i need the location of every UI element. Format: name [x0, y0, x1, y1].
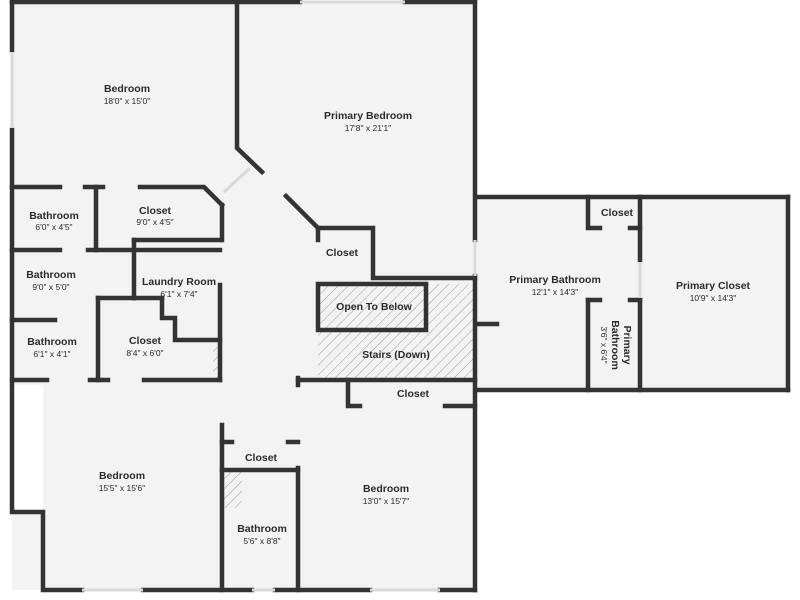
svg-text:Primary Bedroom: Primary Bedroom — [324, 110, 412, 122]
svg-text:Primary Closet: Primary Closet — [676, 280, 751, 292]
svg-text:Closet: Closet — [601, 207, 634, 219]
svg-text:6'0" x 4'5": 6'0" x 4'5" — [35, 222, 72, 232]
room-primary-bedroom: Primary Bedroom 17'8" x 21'1" — [324, 110, 412, 133]
svg-text:Closet: Closet — [245, 452, 278, 464]
room-primary-bathroom: Primary Bathroom 12'1" x 14'3" — [509, 274, 601, 297]
svg-text:8'4" x 6'0": 8'4" x 6'0" — [126, 348, 163, 358]
svg-text:Bathroom: Bathroom — [29, 210, 79, 222]
room-closet-d: Closet — [397, 388, 430, 400]
svg-text:Open To Below: Open To Below — [336, 301, 412, 313]
room-closet-a: Closet 9'0" x 4'5" — [136, 205, 173, 227]
room-bathroom-c: Bathroom 6'1" x 4'1" — [27, 336, 77, 359]
room-closet-b: Closet — [326, 247, 359, 259]
svg-text:12'1" x 14'3": 12'1" x 14'3" — [532, 287, 579, 297]
svg-text:6'1" x 7'4": 6'1" x 7'4" — [160, 289, 197, 299]
area-stairs: Stairs (Down) — [362, 349, 430, 361]
room-closet-e: Closet — [245, 452, 278, 464]
room-laundry: Laundry Room 6'1" x 7'4" — [142, 276, 216, 299]
svg-text:5'6" x 8'8": 5'6" x 8'8" — [243, 536, 280, 546]
room-bathroom-d: Bathroom 5'6" x 8'8" — [237, 523, 287, 546]
svg-text:13'0" x 15'7": 13'0" x 15'7" — [363, 496, 410, 506]
room-bedroom-s: Bedroom 13'0" x 15'7" — [363, 483, 410, 506]
svg-text:Bedroom: Bedroom — [99, 470, 145, 482]
room-closet-c: Closet 8'4" x 6'0" — [126, 335, 163, 358]
svg-text:Bathroom: Bathroom — [27, 336, 77, 348]
room-primary-bathroom-small: Primary Bathroom 3'6" x 6'4" — [599, 320, 633, 370]
svg-text:9'0" x 4'5": 9'0" x 4'5" — [136, 217, 173, 227]
svg-text:10'9" x 14'3": 10'9" x 14'3" — [690, 293, 737, 303]
svg-text:6'1" x 4'1": 6'1" x 4'1" — [33, 349, 70, 359]
room-primary-closet: Primary Closet 10'9" x 14'3" — [676, 280, 751, 303]
svg-text:15'5" x 15'6": 15'5" x 15'6" — [99, 483, 146, 493]
svg-text:Bathroom: Bathroom — [26, 269, 76, 281]
room-bedroom-sw: Bedroom 15'5" x 15'6" — [99, 470, 146, 493]
svg-text:Closet: Closet — [397, 388, 430, 400]
svg-text:9'0" x 5'0": 9'0" x 5'0" — [32, 282, 69, 292]
svg-text:18'0" x 15'0": 18'0" x 15'0" — [104, 96, 151, 106]
room-bathroom-a: Bathroom 6'0" x 4'5" — [29, 210, 79, 232]
svg-text:Closet: Closet — [326, 247, 359, 259]
room-bathroom-b: Bathroom 9'0" x 5'0" — [26, 269, 76, 292]
svg-text:Bathroom: Bathroom — [609, 320, 621, 370]
svg-text:Bathroom: Bathroom — [237, 523, 287, 535]
room-closet-f: Closet — [601, 207, 634, 219]
area-open-to-below: Open To Below — [336, 301, 412, 313]
svg-text:Stairs (Down): Stairs (Down) — [362, 349, 430, 361]
svg-text:Bedroom: Bedroom — [363, 483, 409, 495]
svg-text:17'8" x 21'1": 17'8" x 21'1" — [345, 123, 392, 133]
walls — [9, 0, 791, 593]
openings — [10, 0, 642, 592]
svg-text:Closet: Closet — [129, 335, 162, 347]
svg-text:Primary: Primary — [621, 325, 633, 364]
svg-text:3'6" x 6'4": 3'6" x 6'4" — [599, 326, 609, 363]
svg-text:Laundry Room: Laundry Room — [142, 276, 216, 288]
svg-text:Closet: Closet — [139, 205, 172, 217]
svg-text:Bedroom: Bedroom — [104, 83, 150, 95]
svg-text:Primary Bathroom: Primary Bathroom — [509, 274, 601, 286]
room-bedroom-nw: Bedroom 18'0" x 15'0" — [104, 83, 151, 106]
